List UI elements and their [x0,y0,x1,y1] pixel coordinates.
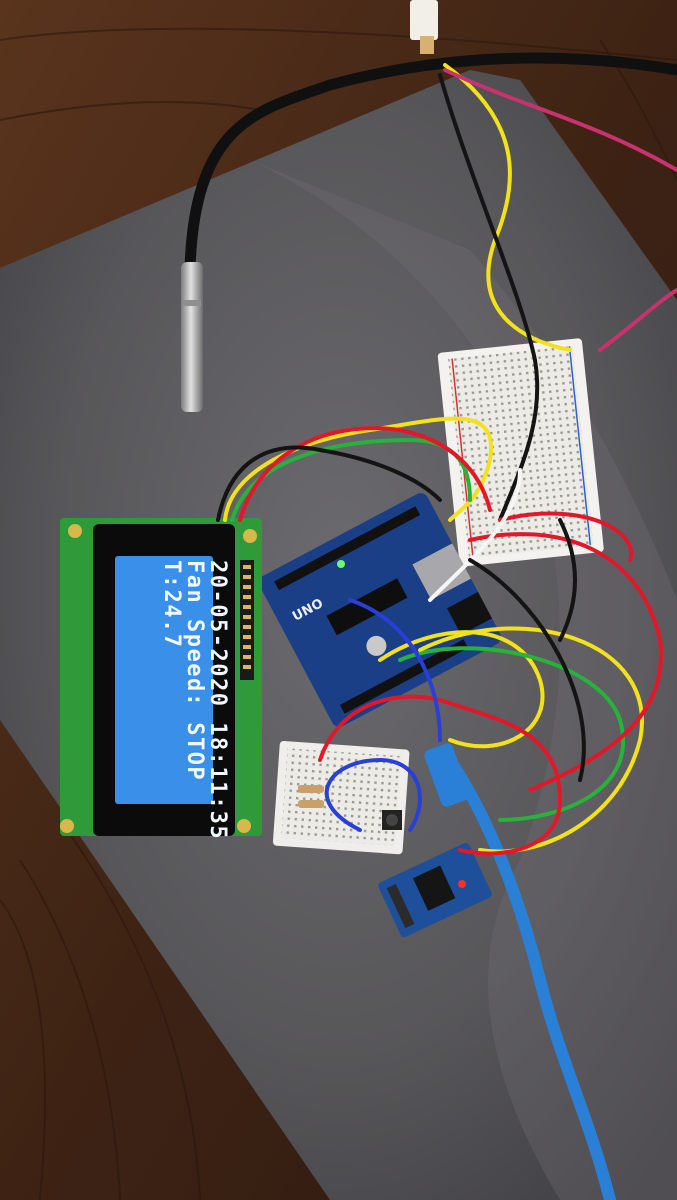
rtc-module [378,842,492,938]
jst-connector [410,0,438,40]
wood-grain [0,27,677,1200]
mount-hole [237,819,251,833]
probe-cable [184,52,677,274]
lcd-line-1: 20-05-2020 18:11:35 [205,560,230,840]
jumper-wires [216,63,677,856]
mount-hole [60,819,74,833]
lcd-backlight [115,556,213,804]
resistor [298,785,324,793]
i2c-header [240,560,254,680]
arduino-uno-board: UNO [259,493,501,727]
rtc-led [458,880,466,888]
usb-plug [424,743,470,807]
push-button-cap [386,814,398,826]
power-led [337,560,345,568]
mini-breadboard [272,740,410,855]
connector-sleeve [420,36,434,54]
lcd-line-3: T:24.7 [159,560,184,648]
temperature-probe [181,262,203,412]
probe-collar [183,300,201,306]
mount-hole [68,524,82,538]
usb-cable [444,754,616,1200]
mount-hole [243,529,257,543]
main-breadboard [437,338,604,567]
lcd-module: 20-05-2020 18:11:35 Fan Speed: STOP T:24… [60,518,262,840]
lcd-line-2: Fan Speed: STOP [182,560,207,781]
resistor [298,800,324,808]
